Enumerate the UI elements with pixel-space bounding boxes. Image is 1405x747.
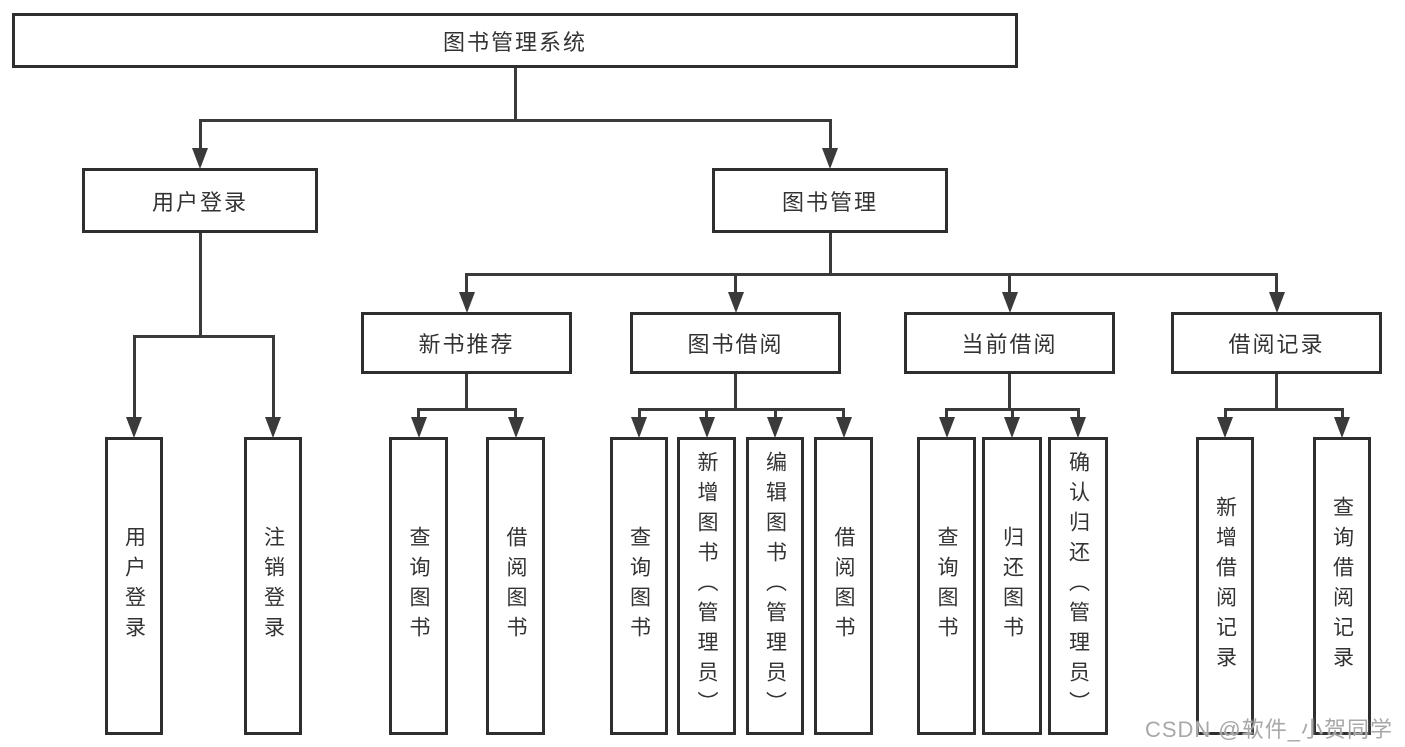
node-book-mgmt: 图书管理 <box>712 168 948 233</box>
connector-stem-user-login <box>198 233 202 338</box>
node-label-user-login: 用户登录 <box>151 189 248 215</box>
arrowhead-user-login <box>192 148 208 169</box>
arrowhead-leaf-edit-book <box>767 417 783 438</box>
arrowhead-leaf-user-login <box>126 417 142 438</box>
connector-rail-root <box>198 119 832 122</box>
node-label-book-mgmt: 图书管理 <box>781 189 878 215</box>
node-label-leaf-query-borrow-rec: 查询借阅记录 <box>1330 496 1354 676</box>
arrowhead-current-borrow <box>1001 292 1018 313</box>
connector-rail-book-mgmt <box>465 273 1278 276</box>
node-label-leaf-add-book: 新增图书（管理员） <box>695 451 718 721</box>
arrowhead-book-mgmt <box>822 148 838 169</box>
arrowhead-leaf-query-borrow-rec <box>1334 417 1350 438</box>
csdn-watermark: CSDN @软件_小贺同学 <box>1144 717 1393 742</box>
connector-stem-new-book-rec <box>465 374 468 411</box>
node-leaf-confirm-return: 确认归还（管理员） <box>1048 437 1108 735</box>
node-book-borrow: 图书借阅 <box>630 312 841 374</box>
connector-rail-borrow-records <box>1223 408 1344 411</box>
connector-drop-leaf-user-login <box>132 335 136 418</box>
node-leaf-query-book-1: 查询图书 <box>389 437 448 735</box>
node-label-borrow-records: 借阅记录 <box>1228 332 1325 357</box>
node-new-book-rec: 新书推荐 <box>361 312 572 374</box>
arrowhead-leaf-query-book-1 <box>410 417 427 438</box>
node-label-current-borrow: 当前借阅 <box>961 332 1058 357</box>
node-leaf-user-login: 用户登录 <box>105 437 163 735</box>
node-leaf-return-book: 归还图书 <box>982 437 1042 735</box>
connector-drop-leaf-return-book <box>1010 408 1014 418</box>
arrowhead-leaf-add-borrow-rec <box>1217 417 1233 438</box>
connector-drop-leaf-add-book <box>705 408 708 418</box>
node-label-leaf-user-login: 用户登录 <box>122 526 146 646</box>
node-label-leaf-return-book: 归还图书 <box>1000 526 1024 646</box>
arrowhead-leaf-query-book-3 <box>938 417 955 438</box>
node-label-leaf-borrow-book-1: 借阅图书 <box>504 526 527 646</box>
node-user-login: 用户登录 <box>82 168 318 233</box>
connector-drop-book-borrow <box>734 273 737 293</box>
node-current-borrow: 当前借阅 <box>904 312 1115 374</box>
node-label-leaf-confirm-return: 确认归还（管理员） <box>1066 451 1090 721</box>
arrowhead-leaf-logout <box>265 417 281 438</box>
connector-drop-new-book-rec <box>465 273 468 293</box>
node-label-book-borrow: 图书借阅 <box>687 332 784 357</box>
connector-drop-leaf-edit-book <box>773 408 777 418</box>
connector-stem-book-mgmt <box>828 233 832 276</box>
connector-drop-leaf-query-book-3 <box>945 408 948 418</box>
arrowhead-new-book-rec <box>458 292 475 313</box>
node-leaf-add-book: 新增图书（管理员） <box>677 437 736 735</box>
node-borrow-records: 借阅记录 <box>1171 312 1382 374</box>
node-leaf-query-book-2: 查询图书 <box>610 437 668 735</box>
connector-drop-leaf-query-book-2 <box>637 408 641 418</box>
arrowhead-leaf-return-book <box>1004 417 1020 438</box>
arrowhead-book-borrow <box>727 292 744 313</box>
connector-drop-user-login <box>198 119 202 149</box>
connector-rail-user-login <box>132 335 275 338</box>
connector-stem-root <box>513 68 517 122</box>
node-label-leaf-query-book-1: 查询图书 <box>407 526 430 646</box>
connector-drop-borrow-records <box>1275 273 1278 293</box>
node-label-leaf-query-book-2: 查询图书 <box>627 526 651 646</box>
node-label-root: 图书管理系统 <box>442 29 587 55</box>
arrowhead-leaf-borrow-book-2 <box>835 417 852 438</box>
connector-drop-leaf-logout <box>271 335 275 418</box>
connector-drop-leaf-confirm-return <box>1076 408 1080 418</box>
arrowhead-leaf-add-book <box>698 417 715 438</box>
connector-stem-current-borrow <box>1008 374 1011 411</box>
connector-stem-borrow-records <box>1275 374 1278 411</box>
connector-drop-current-borrow <box>1008 273 1011 293</box>
arrowhead-leaf-borrow-book-1 <box>507 417 524 438</box>
node-label-leaf-add-borrow-rec: 新增借阅记录 <box>1213 496 1237 676</box>
node-leaf-query-book-3: 查询图书 <box>917 437 976 735</box>
node-leaf-query-borrow-rec: 查询借阅记录 <box>1313 437 1371 735</box>
node-leaf-logout: 注销登录 <box>244 437 302 735</box>
node-leaf-edit-book: 编辑图书（管理员） <box>746 437 804 735</box>
node-leaf-borrow-book-1: 借阅图书 <box>486 437 545 735</box>
connector-stem-book-borrow <box>734 374 737 411</box>
node-label-new-book-rec: 新书推荐 <box>418 332 515 357</box>
node-root: 图书管理系统 <box>12 13 1018 68</box>
connector-rail-book-borrow <box>637 408 845 411</box>
connector-drop-leaf-borrow-book-1 <box>514 408 517 418</box>
connector-rail-new-book-rec <box>417 408 517 411</box>
arrowhead-leaf-confirm-return <box>1070 417 1086 438</box>
connector-drop-book-mgmt <box>828 119 832 149</box>
node-label-leaf-borrow-book-2: 借阅图书 <box>832 526 855 646</box>
node-leaf-borrow-book-2: 借阅图书 <box>814 437 873 735</box>
node-leaf-add-borrow-rec: 新增借阅记录 <box>1196 437 1254 735</box>
arrowhead-leaf-query-book-2 <box>631 417 647 438</box>
connector-drop-leaf-query-book-1 <box>417 408 420 418</box>
connector-drop-leaf-query-borrow-rec <box>1340 408 1344 418</box>
node-label-leaf-logout: 注销登录 <box>261 526 285 646</box>
connector-drop-leaf-borrow-book-2 <box>842 408 845 418</box>
node-label-leaf-query-book-3: 查询图书 <box>935 526 958 646</box>
node-label-leaf-edit-book: 编辑图书（管理员） <box>763 451 787 721</box>
arrowhead-borrow-records <box>1268 292 1285 313</box>
connector-drop-leaf-add-borrow-rec <box>1223 408 1227 418</box>
